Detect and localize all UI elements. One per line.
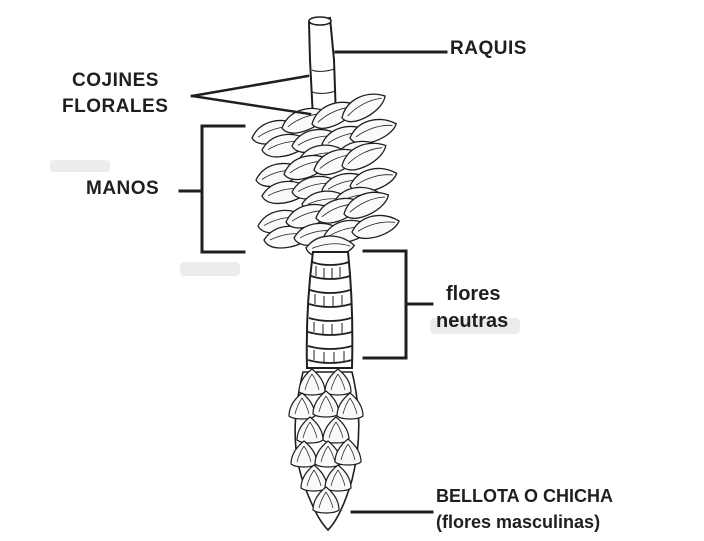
label-bellota-line2: (flores masculinas) [436, 512, 600, 533]
male-bud [289, 369, 363, 530]
label-neutras-line2: neutras [436, 310, 508, 333]
label-cojines-line2: FLORALES [62, 96, 168, 118]
manos-bracket [202, 126, 244, 252]
banana-hands [250, 89, 400, 260]
rachis-stem [309, 17, 336, 118]
label-manos: MANOS [86, 178, 159, 200]
label-raquis: RAQUIS [450, 38, 527, 60]
neutras-bracket [364, 251, 406, 358]
label-neutras-line1: flores [446, 283, 500, 306]
label-cojines-line1: COJINES [72, 70, 159, 92]
label-bellota-line1: BELLOTA O CHICHA [436, 486, 613, 507]
cojines-leader-upper [192, 76, 308, 96]
cojines-leader-lower [192, 96, 310, 114]
neutral-flowers-segment [307, 252, 353, 368]
